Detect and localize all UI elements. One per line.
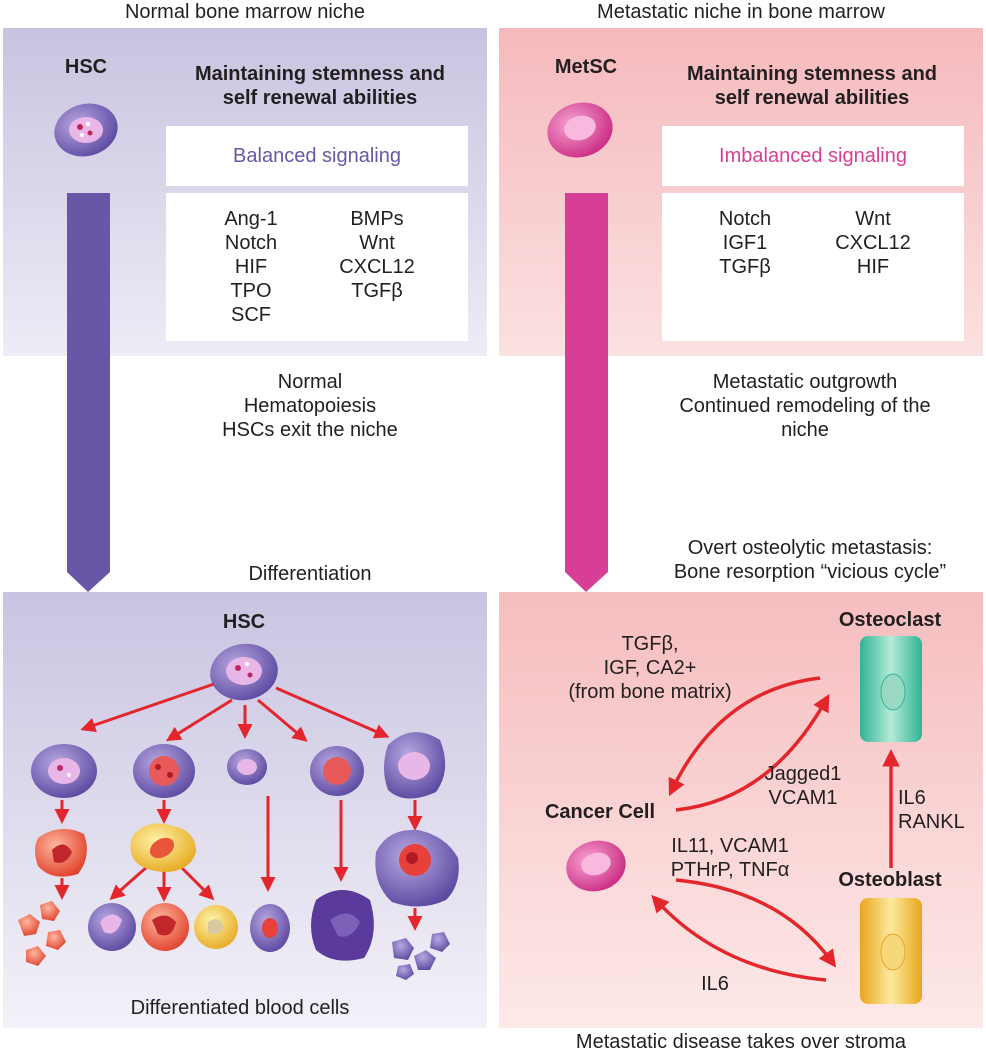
arrow-osteoblast-to-cancer: [651, 894, 827, 982]
granulocyte-yellow: [194, 905, 238, 949]
signal-text: TGFβ,: [621, 633, 679, 655]
osteoblast-cell: [860, 898, 922, 1004]
factor: CXCL12: [835, 232, 911, 254]
osteoblast-label: Osteoblast: [838, 869, 942, 891]
label-jagged1-vcam1: Jagged1 VCAM1: [758, 762, 848, 810]
differentiated-blood-cells-label: Differentiated blood cells: [130, 997, 350, 1019]
factor: Notch: [224, 232, 278, 254]
red-blood-cells: [18, 901, 66, 966]
factor: HIF: [234, 256, 268, 278]
left-factors-col1: Ang-1 Notch HIF TPO SCF: [206, 207, 296, 327]
signal-text: (from bone matrix): [568, 681, 732, 703]
signal-text: IL6: [898, 787, 926, 809]
factor: TGFβ: [351, 280, 403, 302]
signal-text: Jagged1: [764, 763, 842, 785]
outcome-line: HSCs exit the niche: [222, 419, 398, 441]
osteolytic-line: Overt osteolytic metastasis:: [687, 537, 933, 559]
label-il11-pthrp: IL11, VCAM1 PTHrP, TNFα: [660, 834, 800, 882]
metsc-cell-top: [547, 102, 613, 158]
right-metastasis-arrow: [565, 193, 608, 592]
osteoclast-cell: [860, 636, 922, 742]
progenitor-cell-4: [310, 746, 364, 796]
right-factors-box: Notch IGF1 TGFβ Wnt CXCL12 HIF: [662, 193, 964, 341]
balanced-signaling-label: Balanced signaling: [233, 145, 401, 167]
granulocyte-red: [141, 903, 189, 951]
outcome-line: Continued remodeling of the: [679, 395, 931, 417]
right-header: Metastatic niche in bone marrow: [597, 1, 885, 23]
outcome-line: niche: [781, 419, 829, 441]
cancer-cell-label: Cancer Cell: [544, 801, 656, 823]
osteolytic-label: Overt osteolytic metastasis: Bone resorp…: [650, 536, 970, 584]
right-heading-line2: self renewal abilities: [714, 87, 910, 109]
hsc-label: HSC: [64, 56, 108, 78]
imbalanced-signaling-label: Imbalanced signaling: [719, 145, 907, 167]
megakaryocyte: [375, 829, 459, 907]
left-differentiation-arrow: [67, 193, 110, 592]
factor: Notch: [718, 208, 772, 230]
signal-text: IL11, VCAM1: [671, 835, 789, 857]
right-factors-col1: Notch IGF1 TGFβ: [700, 207, 790, 279]
arrow-cancer-to-osteoclast: [675, 693, 830, 812]
factor: BMPs: [350, 208, 404, 230]
balanced-signaling-box: Balanced signaling: [166, 126, 468, 186]
hsc-bottom-label: HSC: [222, 611, 266, 633]
signal-text: RANKL: [898, 811, 965, 833]
label-il6: IL6: [701, 973, 729, 995]
progenitor-cell-3: [227, 749, 267, 785]
myeloid-progenitor: [130, 823, 196, 872]
factor: Wnt: [855, 208, 891, 230]
megakaryocyte-progenitor: [384, 732, 446, 799]
hematopoiesis-tree: [18, 643, 459, 980]
factor: SCF: [231, 304, 271, 326]
right-footer: Metastatic disease takes over stroma: [575, 1031, 907, 1053]
signal-text: IGF, CA2+: [603, 657, 697, 679]
left-factors-box: Ang-1 Notch HIF TPO SCF BMPs Wnt CXCL12 …: [166, 193, 468, 341]
signal-text: PTHrP, TNFα: [670, 859, 790, 881]
label-from-bone-matrix: TGFβ, IGF, CA2+ (from bone matrix): [550, 632, 750, 704]
outcome-line: Hematopoiesis: [243, 395, 377, 417]
cancer-cell: [566, 840, 626, 892]
metsc-label: MetSC: [554, 56, 618, 78]
granulocyte-purple: [88, 903, 136, 951]
differentiation-label: Differentiation: [248, 563, 372, 585]
left-heading-line2: self renewal abilities: [222, 87, 418, 109]
factor: IGF1: [722, 232, 768, 254]
right-factors-col2: Wnt CXCL12 HIF: [818, 207, 928, 279]
left-factors-col2: BMPs Wnt CXCL12 TGFβ: [322, 207, 432, 303]
factor: HIF: [856, 256, 890, 278]
progenitor-cell-2: [133, 744, 195, 798]
left-heading-line1: Maintaining stemness and: [194, 63, 446, 85]
left-header: Normal bone marrow niche: [124, 1, 366, 23]
progenitor-cell-1: [31, 744, 97, 798]
erythroblast: [35, 828, 87, 877]
signal-text: VCAM1: [768, 787, 838, 809]
hsc-cell-top: [54, 103, 118, 157]
right-heading-line1: Maintaining stemness and: [686, 63, 938, 85]
hsc-cell-bottom: [210, 643, 278, 701]
platelets: [392, 932, 450, 980]
arrow-osteoclast-to-cancer: [668, 676, 821, 797]
monocyte: [311, 890, 374, 961]
right-outcome: Metastatic outgrowth Continued remodelin…: [650, 370, 960, 442]
factor: TGFβ: [719, 256, 771, 278]
factor: Wnt: [359, 232, 395, 254]
osteoclast-label: Osteoclast: [838, 609, 942, 631]
outcome-line: Normal: [277, 371, 343, 393]
osteolytic-line: Bone resorption “vicious cycle”: [673, 561, 947, 583]
outcome-line: Metastatic outgrowth: [712, 371, 898, 393]
left-outcome: Normal Hematopoiesis HSCs exit the niche: [160, 370, 460, 442]
factor: Ang-1: [224, 208, 278, 230]
lymphocyte: [250, 904, 290, 952]
factor: TPO: [230, 280, 272, 302]
arrow-cancer-to-osteoblast: [675, 878, 837, 968]
label-il6-rankl: IL6 RANKL: [898, 786, 978, 834]
vicious-cycle: [566, 636, 922, 1004]
factor: CXCL12: [339, 256, 415, 278]
imbalanced-signaling-box: Imbalanced signaling: [662, 126, 964, 186]
